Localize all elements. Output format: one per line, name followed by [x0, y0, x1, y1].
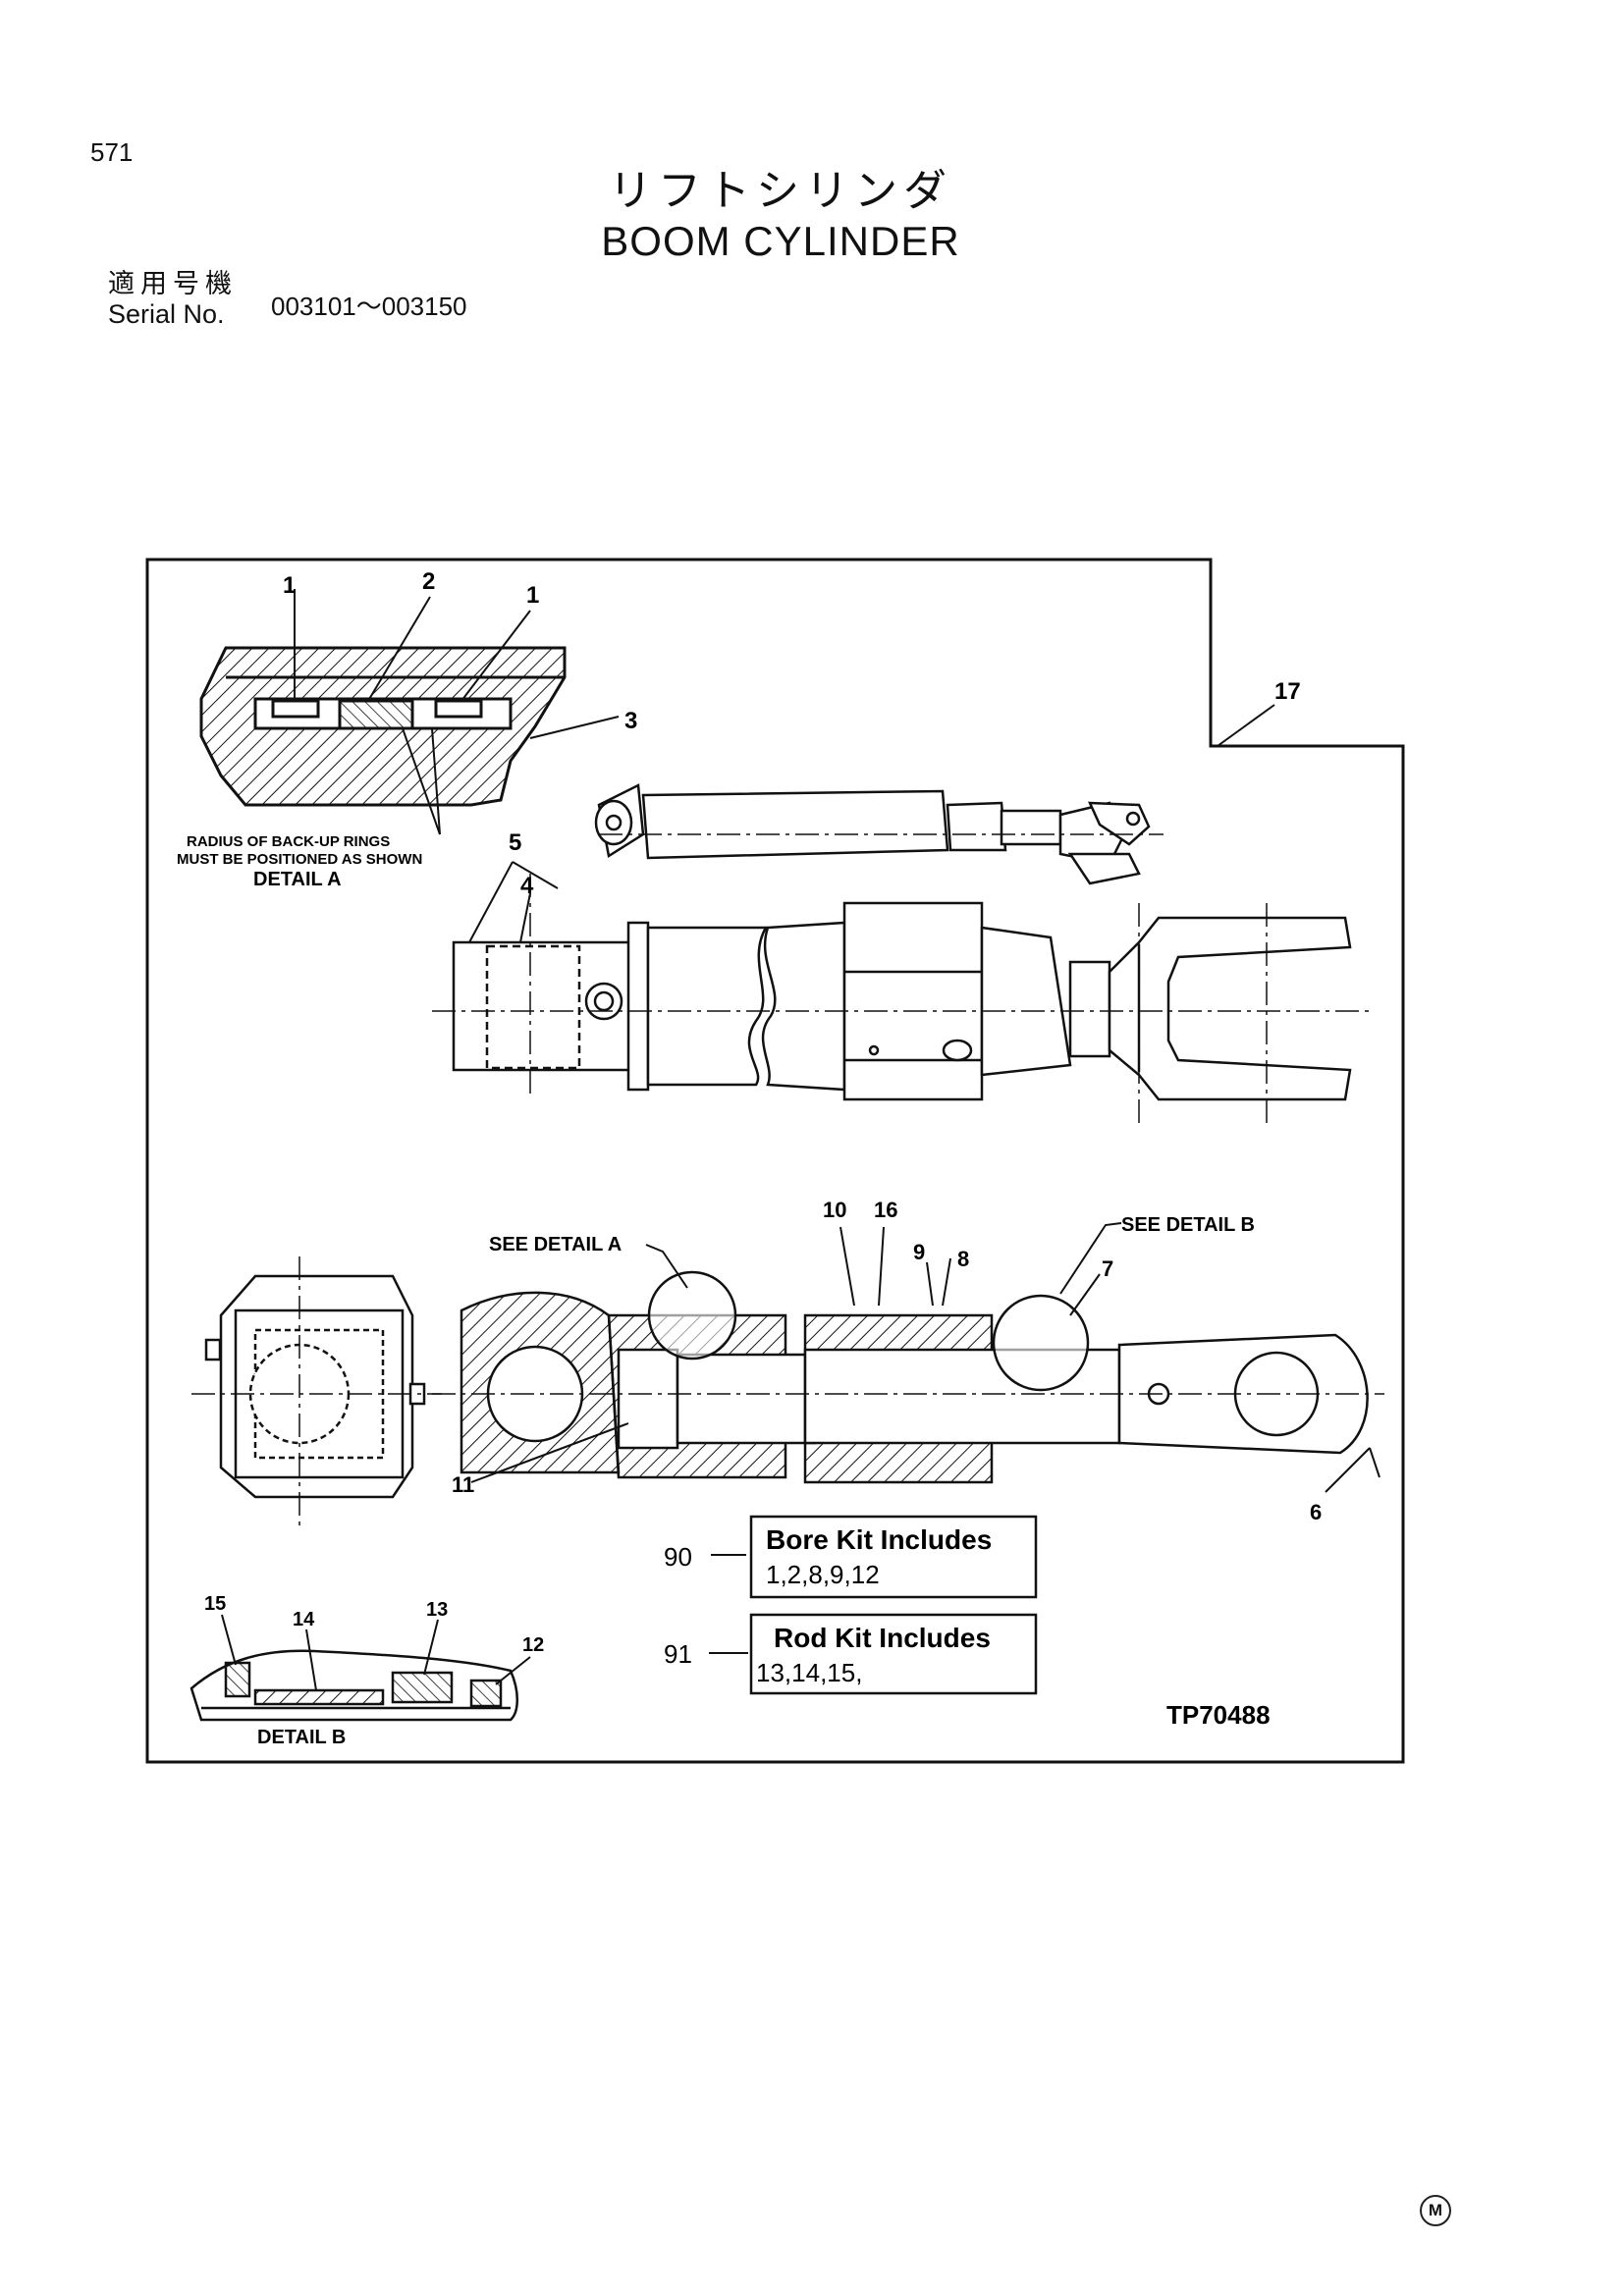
- serial-label-jp: 適用号機: [108, 269, 238, 299]
- callout-16: 16: [874, 1198, 897, 1222]
- rod-kit-box: [749, 1613, 1038, 1695]
- drawing-frame: [145, 558, 1405, 1764]
- detail-b-label: DETAIL B: [257, 1727, 346, 1748]
- cylinder-elevation: [452, 901, 1352, 1101]
- elevation-centerlines: [432, 874, 1375, 1129]
- callout-91: 91: [664, 1639, 692, 1669]
- section-leaders: [470, 1222, 1380, 1654]
- bore-kit-box: [749, 1515, 1038, 1599]
- callout-10: 10: [823, 1198, 846, 1222]
- callout-90: 90: [664, 1542, 692, 1572]
- detail-a-label: DETAIL A: [253, 869, 342, 890]
- detail-b: [189, 1649, 518, 1722]
- callout-4: 4: [520, 873, 534, 899]
- elevation-leaders: [468, 861, 559, 943]
- callout-2: 2: [422, 568, 435, 595]
- see-detail-b: SEE DETAIL B: [1121, 1214, 1255, 1236]
- callout-12: 12: [522, 1634, 544, 1656]
- rod-kit-title: Rod Kit Includes: [774, 1623, 991, 1653]
- detail-a: [199, 646, 567, 807]
- title-english: BOOM CYLINDER: [601, 218, 960, 264]
- callout-7: 7: [1102, 1256, 1113, 1281]
- callout-14: 14: [293, 1609, 315, 1630]
- drawing-code: TP70488: [1166, 1700, 1271, 1730]
- detail-a-leaders: [294, 589, 1275, 835]
- callout-8: 8: [957, 1247, 969, 1271]
- section-view: [460, 1270, 1369, 1484]
- callout-3: 3: [624, 708, 637, 734]
- detail-b-leaders: [221, 1614, 531, 1691]
- callout-5: 5: [509, 829, 521, 856]
- end-view-centerlines: [191, 1256, 442, 1531]
- callout-13: 13: [426, 1599, 448, 1621]
- callout-11: 11: [452, 1472, 474, 1497]
- see-detail-a: SEE DETAIL A: [489, 1234, 622, 1255]
- cylinder-overview: [594, 783, 1151, 885]
- callout-9: 9: [913, 1240, 925, 1264]
- bore-kit-items: 1,2,8,9,12: [766, 1560, 880, 1589]
- callout-6: 6: [1310, 1500, 1322, 1524]
- bore-kit-title: Bore Kit Includes: [766, 1524, 992, 1555]
- serial-label-en: Serial No.: [108, 299, 225, 329]
- title-japanese: リフトシリンダ: [609, 166, 952, 216]
- serial-label: 適用号機 Serial No.: [108, 269, 238, 330]
- callout-15: 15: [204, 1593, 226, 1615]
- serial-value: 003101～003150: [271, 292, 467, 321]
- rod-kit-items: 13,14,15,: [756, 1658, 862, 1687]
- radius-note-line2: MUST BE POSITIONED AS SHOWN: [177, 851, 422, 868]
- end-view: [204, 1274, 426, 1499]
- page-number: 571: [90, 137, 134, 167]
- m-mark: M: [1420, 2195, 1451, 2226]
- callout-1a: 1: [283, 572, 296, 599]
- radius-note-line1: RADIUS OF BACK-UP RINGS: [187, 833, 390, 850]
- callout-17: 17: [1274, 678, 1301, 705]
- callout-1b: 1: [526, 582, 539, 609]
